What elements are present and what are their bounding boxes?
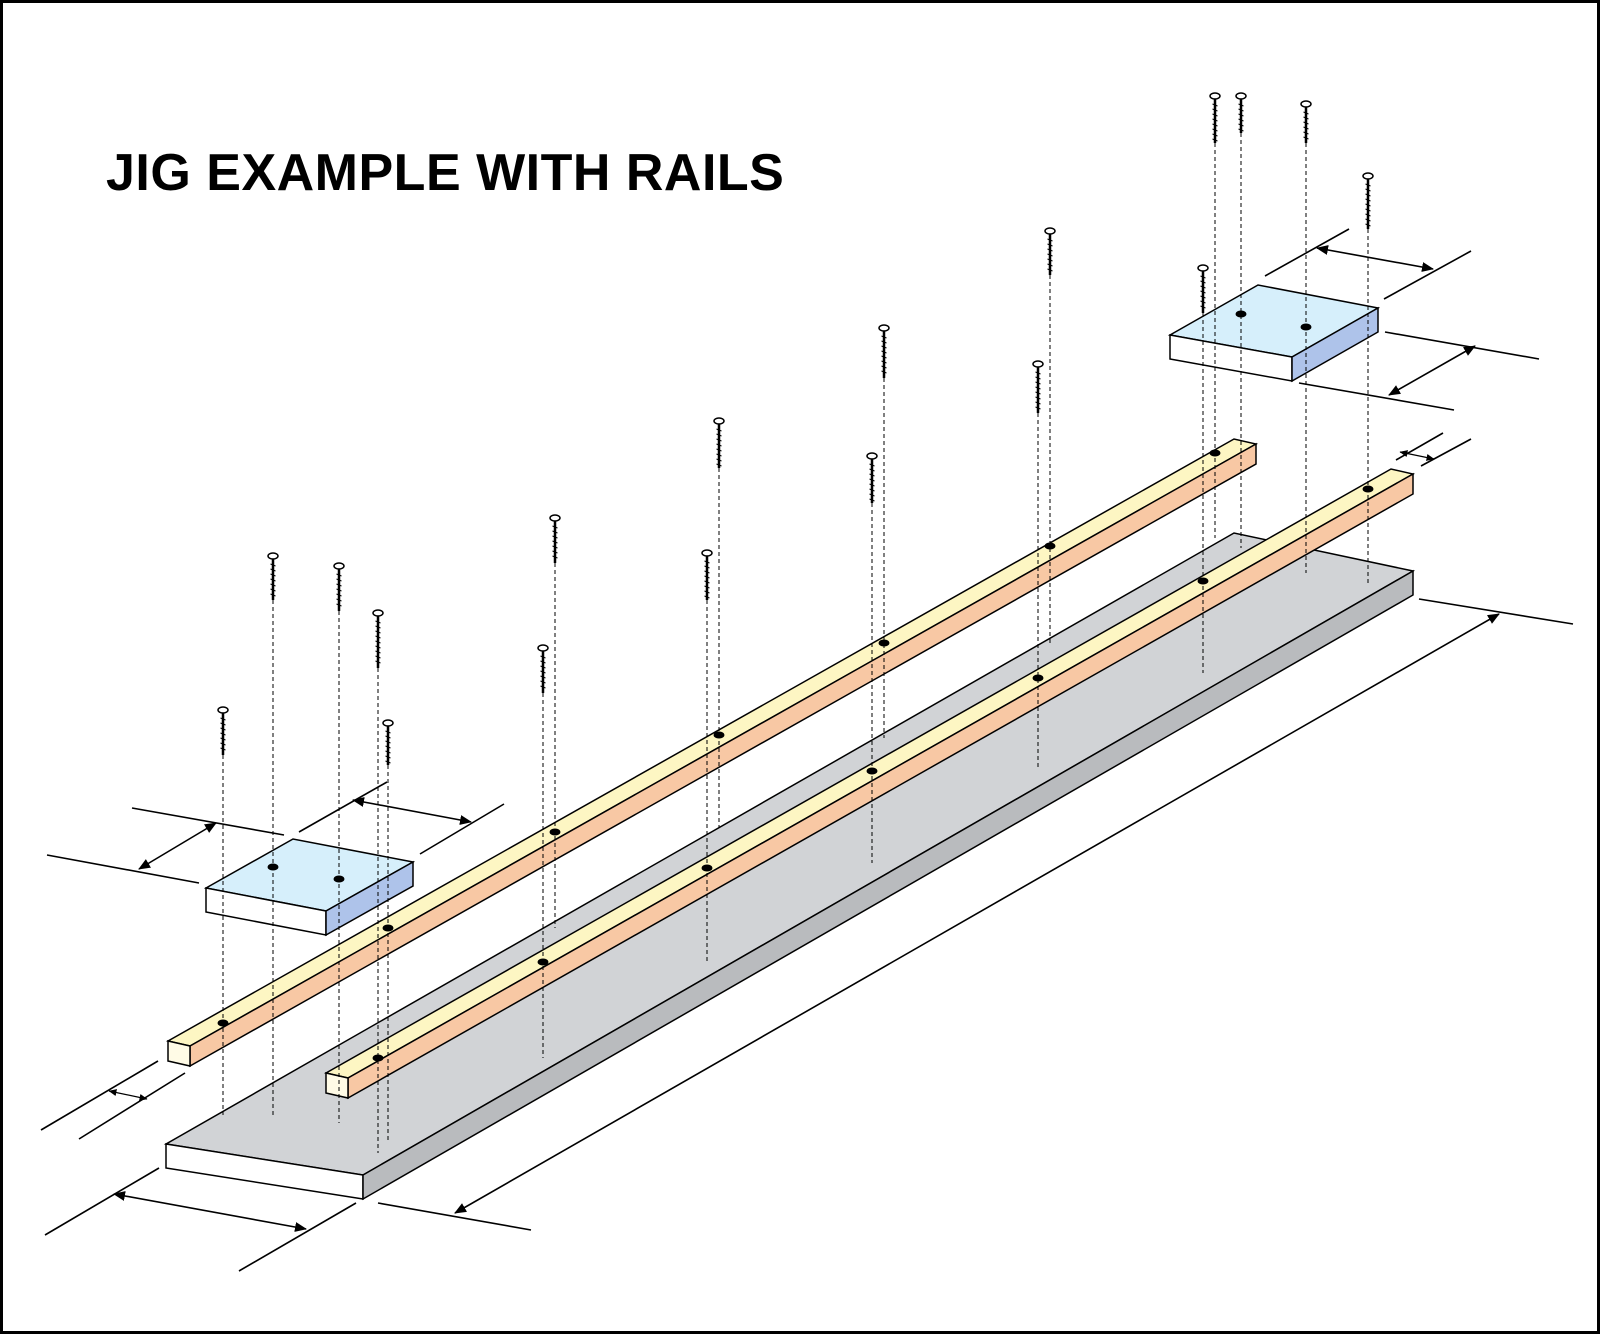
screw-hole [372, 1054, 384, 1062]
dimension-block-right-depth [1264, 228, 1472, 300]
rail-front [323, 468, 1416, 1100]
screw-icon [549, 514, 561, 563]
screw-icon [701, 549, 713, 600]
screw-icon [1209, 92, 1221, 143]
block-right-side [1291, 306, 1379, 383]
screw-icon [372, 609, 384, 668]
screw-icon [1235, 92, 1247, 133]
dimension-rail-width-right [1395, 432, 1472, 467]
screw-hole [1235, 310, 1247, 318]
screws [217, 92, 1374, 765]
screw-icon [267, 552, 279, 600]
screw-icon [382, 719, 394, 765]
rail-back-end [167, 1040, 191, 1067]
screw-icon [1032, 360, 1044, 413]
block-left-side [325, 860, 414, 937]
screw-icon [713, 417, 725, 468]
screw-icon [866, 452, 878, 503]
dimension-block-right-width [1298, 331, 1540, 411]
dimension-base-width [44, 1167, 357, 1272]
screw-icon [217, 706, 229, 755]
rail-front-end [325, 1072, 349, 1099]
screw-icon [537, 644, 549, 693]
block-left [203, 838, 416, 937]
dimension-rail-width-left [40, 1060, 186, 1140]
dimension-block-left-depth [298, 781, 505, 855]
diagram-title: JIG EXAMPLE WITH RAILS [106, 144, 785, 202]
screw-hole [1044, 542, 1056, 550]
block-right [1167, 284, 1381, 383]
dimension-block-left-width [46, 807, 285, 884]
screw-icon [1044, 227, 1056, 275]
rail-front-side [347, 472, 1414, 1100]
screw-icon [333, 562, 345, 611]
dimension-lines [40, 228, 1574, 1272]
screw-icon [1362, 172, 1374, 229]
screw-icon [1300, 100, 1312, 143]
jig-diagram [40, 92, 1574, 1272]
screw-icon [1197, 264, 1209, 313]
dimension-base-length [377, 598, 1574, 1231]
screw-icon [878, 324, 890, 378]
